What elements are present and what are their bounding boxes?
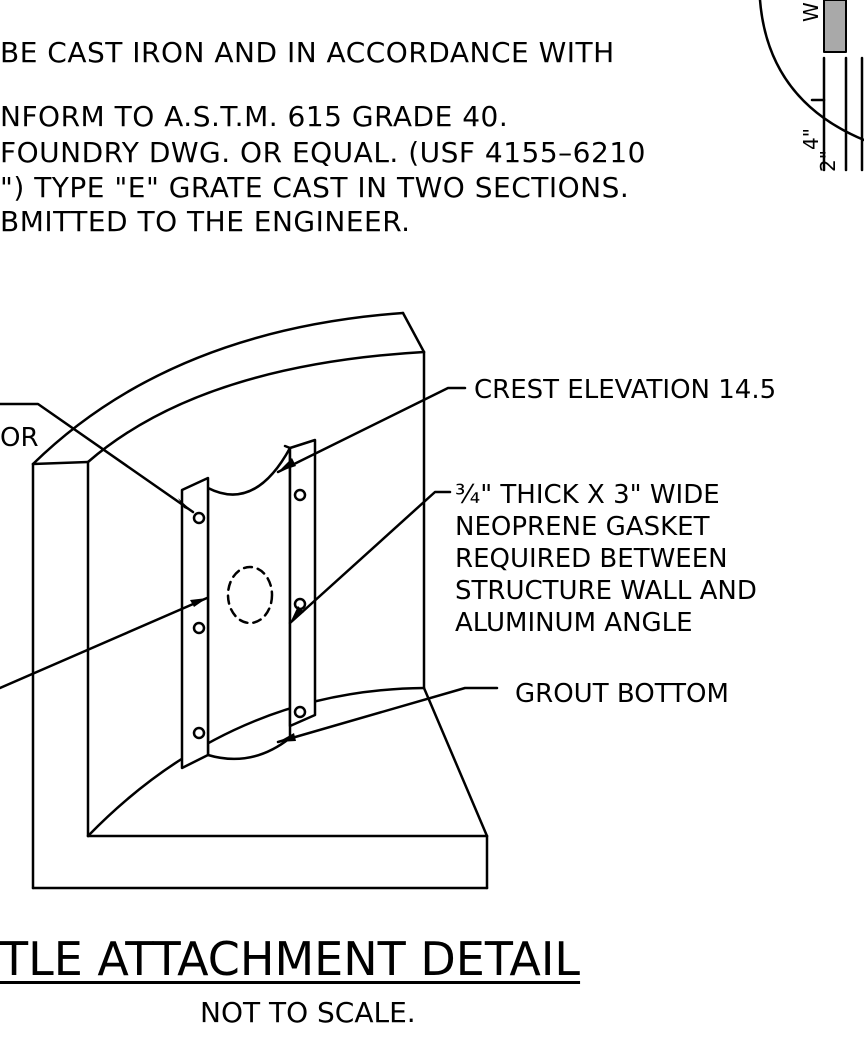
right-flange (288, 438, 317, 728)
label-left-partial: OR (0, 423, 39, 453)
bolt-hole-left-2 (192, 621, 206, 635)
note-line-2: NFORM TO A.S.T.M. 615 GRADE 40. (0, 100, 509, 133)
left-flange (180, 476, 210, 770)
detail-subtitle: NOT TO SCALE. (200, 996, 416, 1029)
inset-dim-a: 4" (799, 128, 823, 150)
wall-top-outer-arc (31, 311, 405, 466)
bolt-hole-left-3 (192, 726, 206, 740)
leader-crest (276, 386, 467, 474)
floor-right-slope (422, 686, 489, 838)
label-gasket-line-3: REQUIRED BETWEEN (455, 544, 728, 574)
leader-left-lower (0, 596, 209, 690)
arrow-crest (278, 458, 296, 472)
arrowheads (178, 458, 304, 742)
note-line-3: FOUNDRY DWG. OR EQUAL. (USF 4155–6210 (0, 136, 646, 169)
bolt-hole-right-1 (293, 488, 307, 502)
plate-top-arc (206, 446, 292, 496)
leader-left-upper (0, 402, 195, 514)
bolt-hole-right-3 (293, 705, 307, 719)
plate-bottom-arc (206, 736, 292, 761)
label-gasket-line-1: ¾" THICK X 3" WIDE (455, 480, 720, 510)
inset-detail: W 4" 2" (758, 0, 864, 172)
arrow-grout (278, 733, 296, 742)
bolt-hole-left-1 (192, 511, 206, 525)
floor-back-arc (86, 686, 426, 838)
leader-gasket (288, 490, 452, 625)
wall-top-chamfer-right (401, 311, 426, 354)
wall-top-inner-arc (86, 350, 426, 464)
label-gasket-line-5: ALUMINUM ANGLE (455, 608, 693, 638)
label-crest-elevation: CREST ELEVATION 14.5 (474, 375, 776, 405)
arrow-left-lower (190, 598, 207, 607)
inset-circle-arc (758, 0, 864, 142)
pipe-opening-dashed (226, 565, 274, 625)
gasket-tab (283, 444, 292, 450)
note-line-4: ") TYPE "E" GRATE CAST IN TWO SECTIONS. (0, 171, 630, 204)
detail-title: TLE ATTACHMENT DETAIL (0, 932, 581, 986)
label-grout-bottom: GROUT BOTTOM (515, 679, 729, 709)
structure-wall (31, 311, 489, 890)
label-gasket-line-2: NEOPRENE GASKET (455, 512, 710, 542)
arrow-left-upper (178, 498, 193, 512)
label-gasket-line-4: STRUCTURE WALL AND (455, 576, 757, 606)
inset-label-w: W (799, 2, 823, 22)
aluminum-angle (180, 438, 317, 770)
leader-grout (276, 686, 499, 744)
note-line-1: BE CAST IRON AND IN ACCORDANCE WITH (0, 36, 615, 69)
inset-dim-b: 2" (816, 150, 840, 172)
leaders (0, 386, 499, 744)
inset-filled-bar (823, 0, 847, 53)
wall-top-left-edge (31, 460, 90, 466)
arrow-gasket (290, 606, 304, 623)
note-line-5: BMITTED TO THE ENGINEER. (0, 205, 411, 238)
